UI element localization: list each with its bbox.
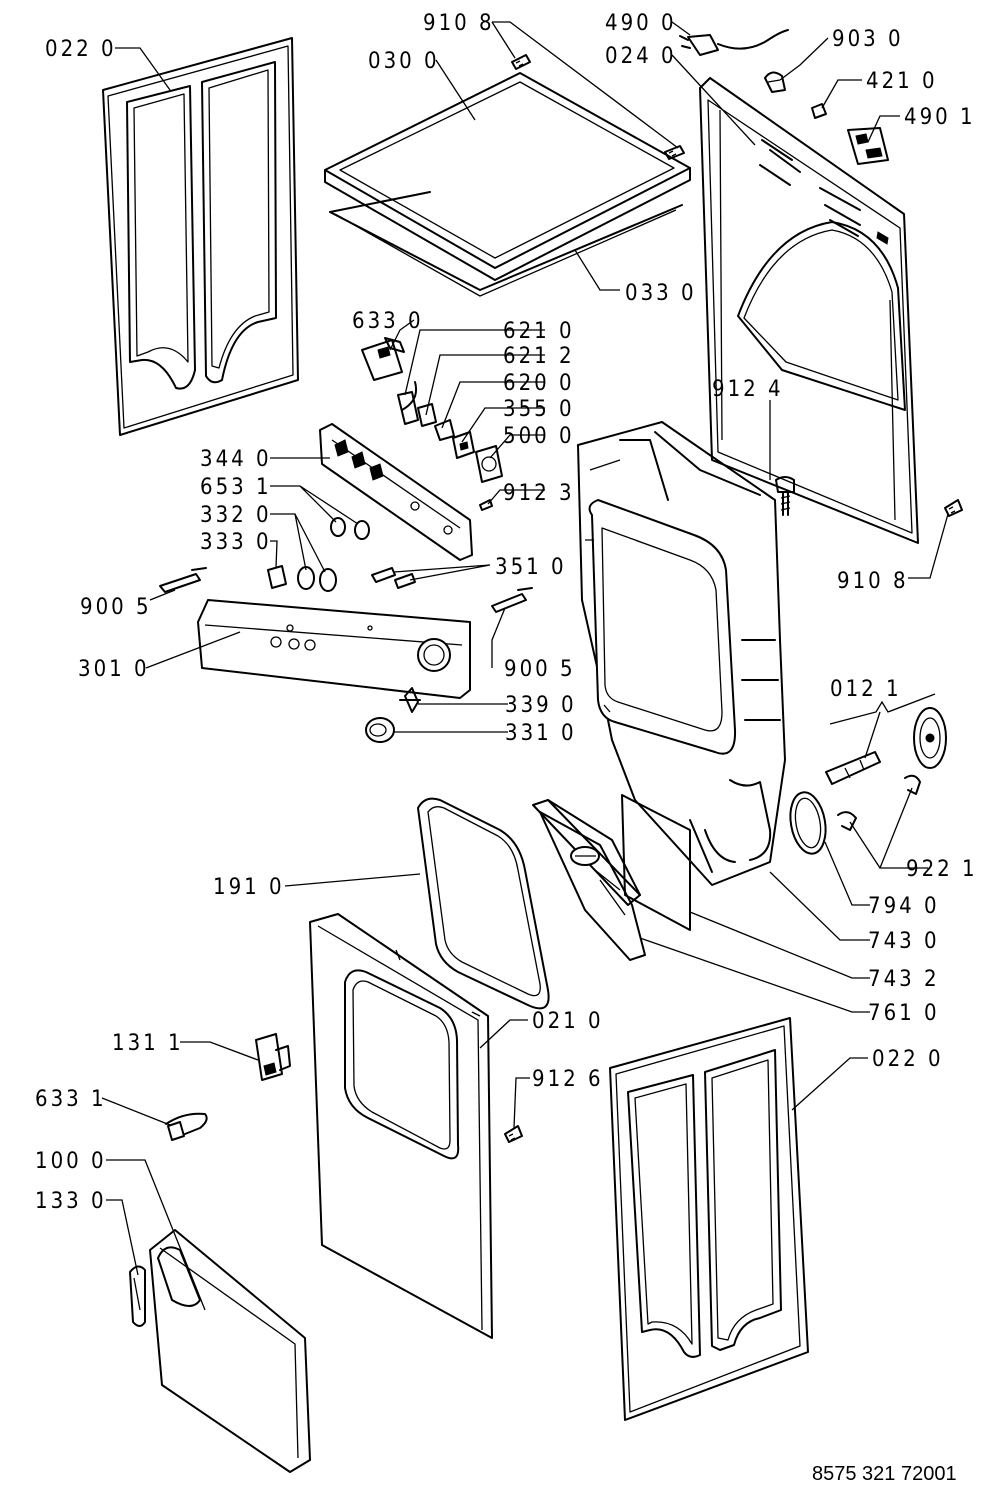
label-030-0: 030 0	[368, 49, 440, 74]
label-421-0: 421 0	[866, 69, 938, 94]
part-labels: 022 0 910 8 030 0 490 0 024 0 903 0 421 …	[35, 11, 978, 1485]
control-switch-assembly	[361, 337, 419, 425]
push-button-2	[354, 520, 370, 540]
label-633-0: 633 0	[352, 309, 424, 334]
label-355-0: 355 0	[503, 397, 575, 422]
screw-912-6	[504, 1125, 523, 1143]
clip-lower	[837, 811, 857, 831]
top-cover	[324, 72, 691, 281]
roller-shaft	[825, 751, 881, 785]
filter-sheet	[621, 794, 691, 931]
door-handle	[129, 1265, 146, 1327]
label-653-1: 653 1	[200, 475, 272, 500]
label-621-0: 621 0	[503, 319, 575, 344]
knob-332-0-a	[297, 566, 315, 590]
filter-housing	[532, 799, 646, 961]
screw-912-3	[479, 499, 493, 511]
label-331-0: 331 0	[505, 721, 577, 746]
knob-333-0	[267, 565, 287, 589]
label-912-4: 912 4	[712, 377, 784, 402]
screw-top-left	[511, 54, 531, 70]
indicator-light	[371, 567, 416, 589]
label-022-0-top: 022 0	[45, 37, 117, 62]
label-024-0: 024 0	[605, 44, 677, 69]
label-021-0: 021 0	[532, 1009, 604, 1034]
module-355-0	[452, 431, 475, 459]
screw-right	[944, 499, 963, 517]
front-bearing-shield	[577, 421, 786, 886]
label-912-3: 912 3	[503, 481, 575, 506]
label-133-0: 133 0	[35, 1189, 107, 1214]
label-131-1: 131 1	[112, 1031, 184, 1056]
label-339-0: 339 0	[505, 693, 577, 718]
side-panel-bottom-right	[609, 1017, 809, 1421]
rear-panel	[699, 77, 919, 544]
screw-top-right	[664, 145, 685, 160]
label-900-5-right: 900 5	[504, 657, 576, 682]
door	[149, 1229, 311, 1473]
knob-332-0-b	[319, 568, 337, 592]
cover-seal	[329, 191, 683, 297]
label-761-0: 761 0	[868, 1001, 940, 1026]
knob-insert	[399, 687, 421, 713]
label-332-0: 332 0	[200, 503, 272, 528]
label-490-0: 490 0	[605, 11, 677, 36]
label-912-6: 912 6	[532, 1067, 604, 1092]
timer-500-0	[475, 445, 503, 483]
label-022-0-bottom: 022 0	[872, 1047, 944, 1072]
label-910-8-top: 910 8	[423, 11, 495, 36]
door-seal	[417, 797, 550, 1010]
label-794-0: 794 0	[868, 894, 940, 919]
label-033-0: 033 0	[625, 281, 697, 306]
leader-lines	[101, 21, 949, 1311]
side-panel-top-left	[102, 37, 299, 436]
label-351-0: 351 0	[495, 555, 567, 580]
reference-code: 8575 321 72001	[812, 1463, 957, 1485]
small-block	[811, 103, 827, 119]
label-900-5-left: 900 5	[80, 595, 152, 620]
label-191-0: 191 0	[213, 875, 285, 900]
label-620-0: 620 0	[503, 371, 575, 396]
label-333-0: 333 0	[200, 530, 272, 555]
bracket-left	[159, 567, 207, 593]
bracket-right	[491, 587, 533, 613]
timer-knob	[365, 717, 395, 743]
label-100-0: 100 0	[35, 1149, 107, 1174]
door-lock	[255, 1033, 291, 1081]
belt-ring	[789, 791, 827, 855]
control-panel-fascia	[197, 599, 471, 699]
switch-621-2	[417, 403, 437, 427]
label-743-2: 743 2	[868, 967, 940, 992]
label-344-0: 344 0	[200, 447, 272, 472]
clip-upper	[904, 774, 921, 795]
cable-clamp	[764, 71, 786, 93]
label-301-0: 301 0	[78, 657, 150, 682]
front-panel	[309, 913, 493, 1339]
push-button-1	[330, 517, 346, 537]
control-board	[319, 423, 473, 561]
label-633-1: 633 1	[35, 1087, 107, 1112]
screw-912-4	[775, 476, 795, 516]
mains-filter	[847, 127, 889, 165]
label-490-1: 490 1	[904, 105, 976, 130]
roller-wheel	[913, 707, 947, 769]
label-922-1: 922 1	[906, 857, 978, 882]
power-cord	[679, 29, 789, 56]
label-910-8-right: 910 8	[837, 569, 909, 594]
label-743-0: 743 0	[868, 929, 940, 954]
door-hinge	[165, 1112, 208, 1141]
label-500-0: 500 0	[503, 424, 575, 449]
label-903-0: 903 0	[832, 27, 904, 52]
label-621-2: 621 2	[503, 344, 575, 369]
label-012-1: 012 1	[830, 677, 902, 702]
